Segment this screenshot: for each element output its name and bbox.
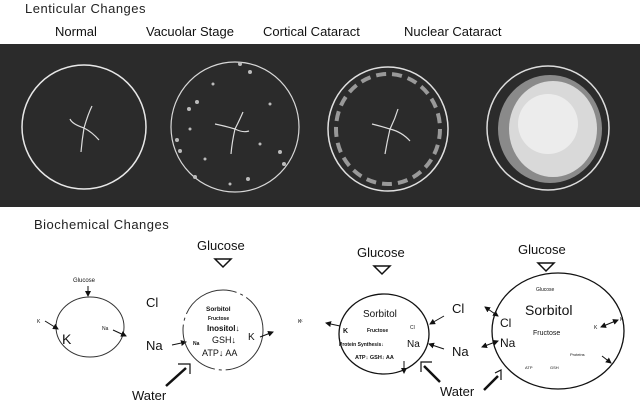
vacuolar-glucose: Glucose	[197, 238, 245, 253]
cort-k: K	[343, 328, 348, 335]
biochemical-diagram: Glucose K K Na Glucose Cl Na Sorbitol Fr…	[37, 238, 625, 400]
vac-na: Na	[193, 341, 200, 347]
nuc-fructose: Fructose	[533, 330, 560, 337]
normal-k-out: K	[37, 319, 41, 325]
vac-k-out: K	[298, 319, 302, 325]
cort-sorbitol: Sorbitol	[363, 309, 397, 320]
stage-label-normal: Normal	[55, 24, 97, 39]
cort-cl-out: Cl	[452, 301, 464, 316]
nuc-na: Na	[500, 336, 516, 350]
lenticular-title: Lenticular Changes	[25, 1, 147, 16]
vac-k: K	[248, 332, 255, 343]
nuc-k: K	[594, 325, 598, 331]
vac-sorbitol: Sorbitol	[206, 306, 231, 313]
lens-nuclear	[486, 65, 610, 191]
lens-cortical	[327, 66, 449, 192]
nuclear-glucose: Glucose	[518, 242, 566, 257]
vacuolar-na: Na	[146, 338, 163, 353]
cell-vacuolar: Glucose Cl Na Sorbitol Fructose Inositol…	[132, 238, 302, 400]
cort-atp: ATP↓ GSH↓ AA	[355, 355, 394, 361]
vac-gsh: GSH↓	[212, 335, 236, 345]
vac-inositol: Inositol↓	[207, 324, 239, 333]
cort-water: Water	[440, 384, 475, 399]
cort-protein: Protein Synthesis↓	[339, 342, 384, 348]
stage-label-cortical: Cortical Cataract	[263, 24, 360, 39]
nuc-gsh: GSH	[550, 365, 559, 370]
cell-nuclear: Glucose Glucose Sorbitol Cl Na Fructose …	[481, 242, 625, 391]
biochemical-title: Biochemical Changes	[34, 217, 170, 232]
cort-k-out: K	[300, 318, 303, 323]
cort-na: Na	[407, 339, 420, 350]
cell-cortical: Glucose Sorbitol K Fructose Cl Protein S…	[300, 245, 475, 399]
vacuolar-cl: Cl	[146, 295, 158, 310]
nuc-atp: ATP	[525, 365, 533, 370]
normal-k-in: K	[62, 331, 72, 347]
normal-glucose: Glucose	[73, 278, 96, 284]
nuc-glucose: Glucose	[536, 287, 555, 293]
cort-cl: Cl	[410, 325, 415, 331]
stage-label-nuclear: Nuclear Cataract	[404, 24, 502, 39]
nuc-cl: Cl	[500, 316, 511, 330]
stage-label-vacuolar: Vacuolar Stage	[146, 24, 234, 39]
lens-normal	[21, 64, 147, 190]
cort-na-out: Na	[452, 344, 469, 359]
nuc-sorbitol: Sorbitol	[525, 302, 572, 318]
lens-vacuolar	[170, 61, 300, 193]
cell-normal: Glucose K K Na	[37, 278, 127, 358]
vac-fructose: Fructose	[208, 316, 229, 322]
vac-water: Water	[132, 388, 167, 400]
normal-na: Na	[102, 326, 109, 332]
lens-photo-strip	[0, 44, 640, 207]
nuc-proteins: Proteins	[570, 352, 585, 357]
vac-atp: ATP↓ AA	[202, 348, 237, 358]
nuc-k-out: K	[620, 317, 624, 323]
cortical-glucose: Glucose	[357, 245, 405, 260]
cort-fructose: Fructose	[367, 328, 388, 334]
